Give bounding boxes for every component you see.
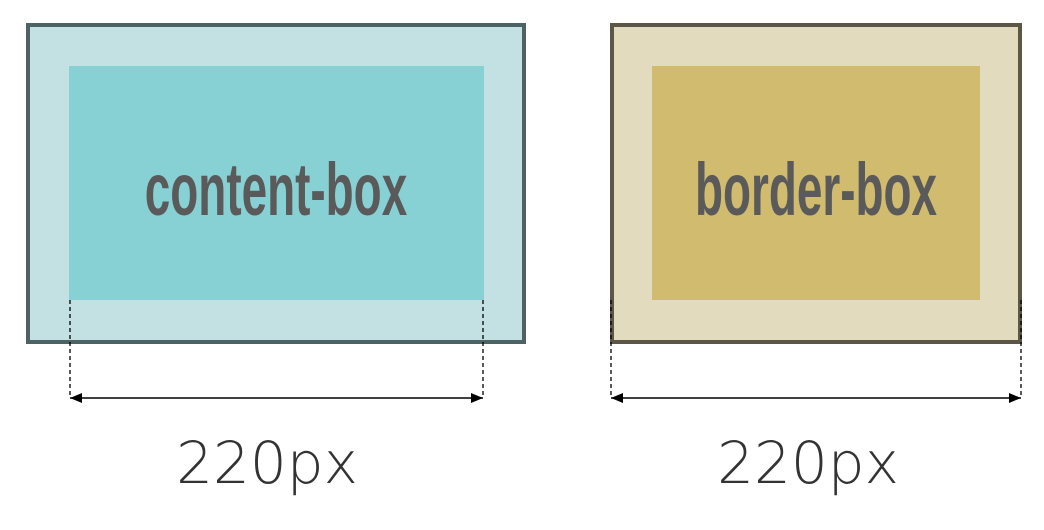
border-box-group: border-box 220px [610, 23, 1022, 497]
content-box-group: content-box 220px [26, 23, 526, 497]
content-box-content [69, 66, 484, 300]
border-box-label: border-box [695, 149, 937, 232]
content-box-label: content-box [145, 149, 407, 232]
border-box-content [652, 66, 980, 300]
content-box-width-label: 220px [176, 429, 358, 497]
border-box-width-label: 220px [717, 429, 899, 497]
